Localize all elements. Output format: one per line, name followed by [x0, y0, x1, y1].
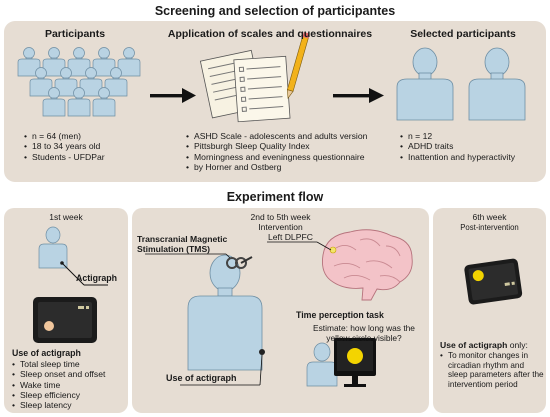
week1-label: 1st week — [49, 212, 83, 222]
actigraph-device-icon — [33, 297, 97, 343]
task-question-line-2: yellow circle visible? — [326, 333, 402, 343]
list-item: n = 64 (men) — [24, 131, 154, 142]
list-item: Inattention and hyperactivity — [400, 152, 545, 163]
week6-actigraph-icon — [464, 258, 523, 305]
selected-heading: Selected participants — [410, 28, 516, 40]
time-perception-monitor-icon — [306, 338, 376, 387]
dlpfc-label: Left DLPFC — [268, 232, 313, 242]
list-item-continued: by Horner and Ostberg — [186, 161, 386, 173]
tms-label: Transcranial Magnetic Stimulation (TMS) — [137, 234, 227, 254]
list-item: To monitor changes in circadian rhythm a… — [440, 351, 544, 389]
list-item: Morningness and eveningness questionnair… — [186, 152, 386, 163]
screening-title: Screening and selection of participantes — [154, 4, 396, 18]
week1-use-heading: Use of actigraph — [12, 348, 81, 358]
tms-label-line-2: Stimulation (TMS) — [137, 244, 211, 254]
list-item: Total sleep time — [12, 359, 127, 370]
flow-arrow-2 — [333, 88, 384, 103]
list-item: Sleep efficiency — [12, 390, 127, 401]
week6-list: To monitor changes in circadian rhythm a… — [440, 351, 544, 389]
week6-use-heading-suffix: only: — [507, 340, 528, 350]
task-question-line-1: Estimate: how long was the — [313, 323, 415, 333]
list-item: n = 12 — [400, 131, 545, 142]
list-item: ASHD Scale - adolescents and adults vers… — [186, 131, 386, 142]
list-item: ADHD traits — [400, 141, 545, 152]
selected-list: n = 12 ADHD traits Inattention and hyper… — [400, 131, 545, 162]
list-item: Sleep latency — [12, 400, 127, 411]
list-item: Wake time — [12, 380, 127, 391]
tms-label-line-1: Transcranial Magnetic — [137, 234, 228, 244]
flow-arrow-1 — [150, 88, 196, 103]
scales-list: ASHD Scale - adolescents and adults vers… — [186, 131, 386, 172]
list-item: Pittsburgh Sleep Quality Index — [186, 141, 386, 152]
intervention-label: Intervention — [258, 222, 303, 232]
list-item: Sleep onset and offset — [12, 369, 127, 380]
wrist-actigraph-icon — [259, 349, 265, 355]
tms-use-actigraph-label: Use of actigraph — [166, 373, 237, 383]
selected-participants-icon — [396, 47, 526, 121]
list-item-text: by Horner and Ostberg — [194, 161, 282, 172]
experiment-title: Experiment flow — [226, 190, 324, 204]
participants-heading: Participants — [44, 28, 106, 40]
scales-heading: Application of scales and questionnaires — [167, 28, 373, 40]
list-item: Students - UFDPar — [24, 152, 154, 163]
task-question: Estimate: how long was the yellow circle… — [304, 323, 424, 343]
list-item: 18 to 34 years old — [24, 141, 154, 152]
week1-person-icon — [38, 226, 68, 269]
tms-person-icon — [187, 254, 263, 371]
post-intervention-label: Post-intervention — [460, 223, 519, 232]
week6-use-heading: Use of actigraph only: — [440, 340, 528, 350]
actigraph-label: Actigraph — [76, 273, 118, 283]
week6-use-heading-bold: Use of actigraph — [440, 340, 508, 350]
week2-5-label: 2nd to 5th week — [250, 212, 311, 222]
tms-coil-icon — [226, 256, 253, 269]
questionnaire-icon — [199, 31, 310, 123]
week1-list: Total sleep time Sleep onset and offset … — [12, 359, 127, 411]
week6-label: 6th week — [472, 212, 507, 222]
brain-icon — [322, 229, 413, 301]
task-heading: Time perception task — [296, 310, 384, 320]
participants-list: n = 64 (men) 18 to 34 years old Students… — [24, 131, 154, 162]
